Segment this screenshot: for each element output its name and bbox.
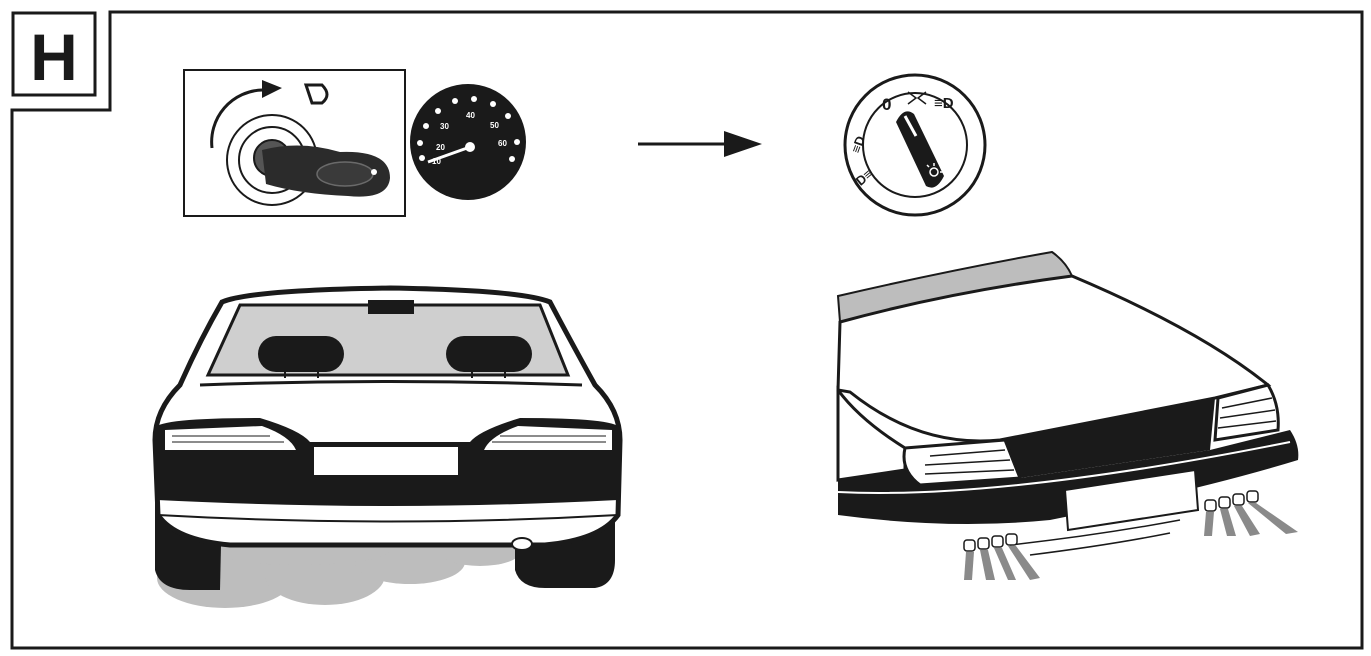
- speed-tick-40: 40: [466, 111, 475, 120]
- speed-tick-20: 20: [436, 143, 445, 152]
- panel-frame: [10, 10, 1364, 650]
- panel-label-box: [11, 11, 97, 97]
- panel-label: H: [30, 20, 78, 94]
- parking-light-icon: [907, 91, 927, 105]
- speed-tick-50: 50: [490, 121, 499, 130]
- speed-tick-10: 10: [432, 157, 441, 166]
- light-switch-dial: 0 ≡D ≡D D≡: [843, 73, 987, 217]
- car-front-illustration: [836, 250, 1299, 580]
- speed-tick-60: 60: [498, 139, 507, 148]
- light-on-icon: [926, 163, 943, 177]
- front-fog-light-right: [1204, 490, 1298, 536]
- speedometer-gauge: 20 30 40 50 60 10: [410, 84, 526, 200]
- ignition-key-illustration: [183, 69, 406, 217]
- car-rear-illustration: [152, 285, 623, 608]
- headlight-symbol: ≡D: [934, 95, 954, 112]
- right-arrow-icon: [638, 131, 762, 157]
- speed-tick-30: 30: [440, 122, 449, 131]
- front-fog-symbol: ≡D: [848, 134, 868, 155]
- front-fog-light-left: [963, 533, 1040, 580]
- switch-off-label: 0: [882, 95, 891, 114]
